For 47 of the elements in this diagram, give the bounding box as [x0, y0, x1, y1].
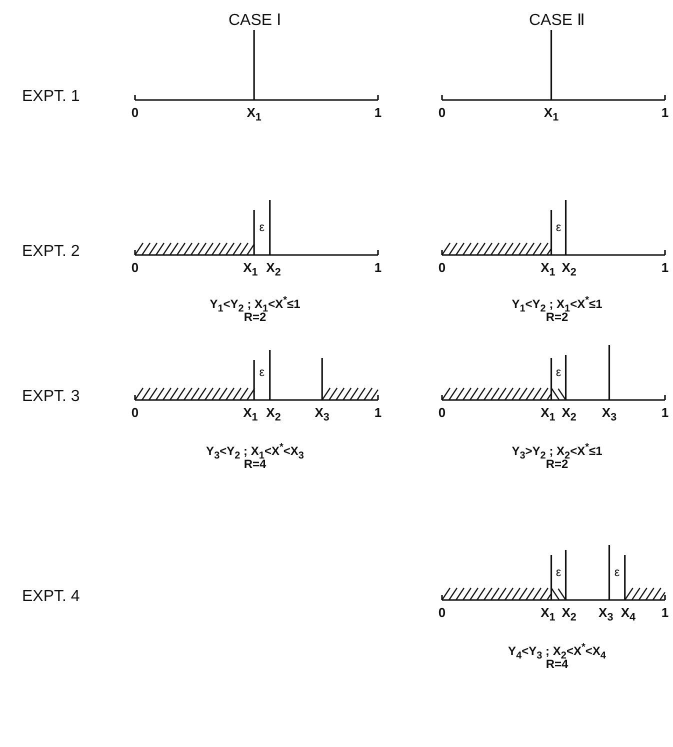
axis-tick-label: 1	[661, 106, 669, 120]
axis-tick-label: 1	[374, 106, 382, 120]
axis-tick-label: 0	[438, 261, 446, 276]
axis-tick-label: 0	[438, 606, 446, 620]
axis-tick-label: X$_{2}$	[266, 406, 281, 424]
axis-tick-label: 0	[131, 406, 139, 420]
axis-tick-label: 0	[131, 106, 139, 120]
axis-tick-label: X$_{1}$	[246, 106, 262, 124]
axis-tick-label: X$_{1}$	[540, 406, 556, 424]
axis-tick-label: 0	[131, 261, 139, 276]
axis-tick-label: 1	[374, 261, 382, 276]
axis-tick-label: 0	[438, 406, 446, 420]
condition-text: R=4	[546, 658, 568, 672]
row-label: EXPT. 3	[22, 388, 80, 406]
condition-text: R=2	[546, 458, 568, 472]
epsilon-label: ε	[556, 366, 562, 380]
axis-tick-label: X$_{3}$	[314, 406, 330, 424]
axis-tick-label: X$_{2}$	[562, 406, 576, 424]
axis-tick-label: X$_{1}$	[544, 106, 559, 124]
column-heading: CASE Ⅰ	[228, 12, 282, 30]
axis-tick-label: X$_{2}$	[562, 261, 576, 280]
axis-tick-label: X$_{2}$	[562, 606, 576, 624]
axis-tick-label: 1	[374, 406, 382, 420]
epsilon-label: ε	[614, 566, 620, 580]
column-heading: CASE Ⅱ	[529, 12, 585, 30]
row-label: EXPT. 4	[22, 588, 80, 606]
condition-text: R=2	[244, 311, 266, 324]
axis-tick-label: X$_{1}$	[243, 406, 258, 424]
axis-tick-label: X$_{4}$	[620, 606, 636, 624]
axis-tick-label: 1	[661, 261, 669, 276]
epsilon-label: ε	[556, 221, 562, 234]
axis-tick-label: X$_{3}$	[598, 606, 614, 624]
axis-tick-label: X$_{2}$	[266, 261, 281, 280]
condition-text: R=2	[546, 311, 568, 324]
axis-tick-label: X$_{1}$	[540, 261, 556, 280]
axis-tick-label: X$_{3}$	[602, 406, 617, 424]
row-label: EXPT. 1	[22, 88, 80, 106]
row-label: EXPT. 2	[22, 243, 80, 261]
epsilon-label: ε	[556, 566, 562, 580]
axis-tick-label: 1	[661, 606, 669, 620]
epsilon-label: ε	[259, 366, 265, 380]
axis-tick-label: X$_{1}$	[540, 606, 556, 624]
axis-tick-label: 0	[438, 106, 446, 120]
axis-tick-label: X$_{1}$	[243, 261, 258, 280]
condition-text: R=4	[244, 458, 266, 472]
axis-tick-label: 1	[661, 406, 669, 420]
epsilon-label: ε	[259, 221, 265, 234]
